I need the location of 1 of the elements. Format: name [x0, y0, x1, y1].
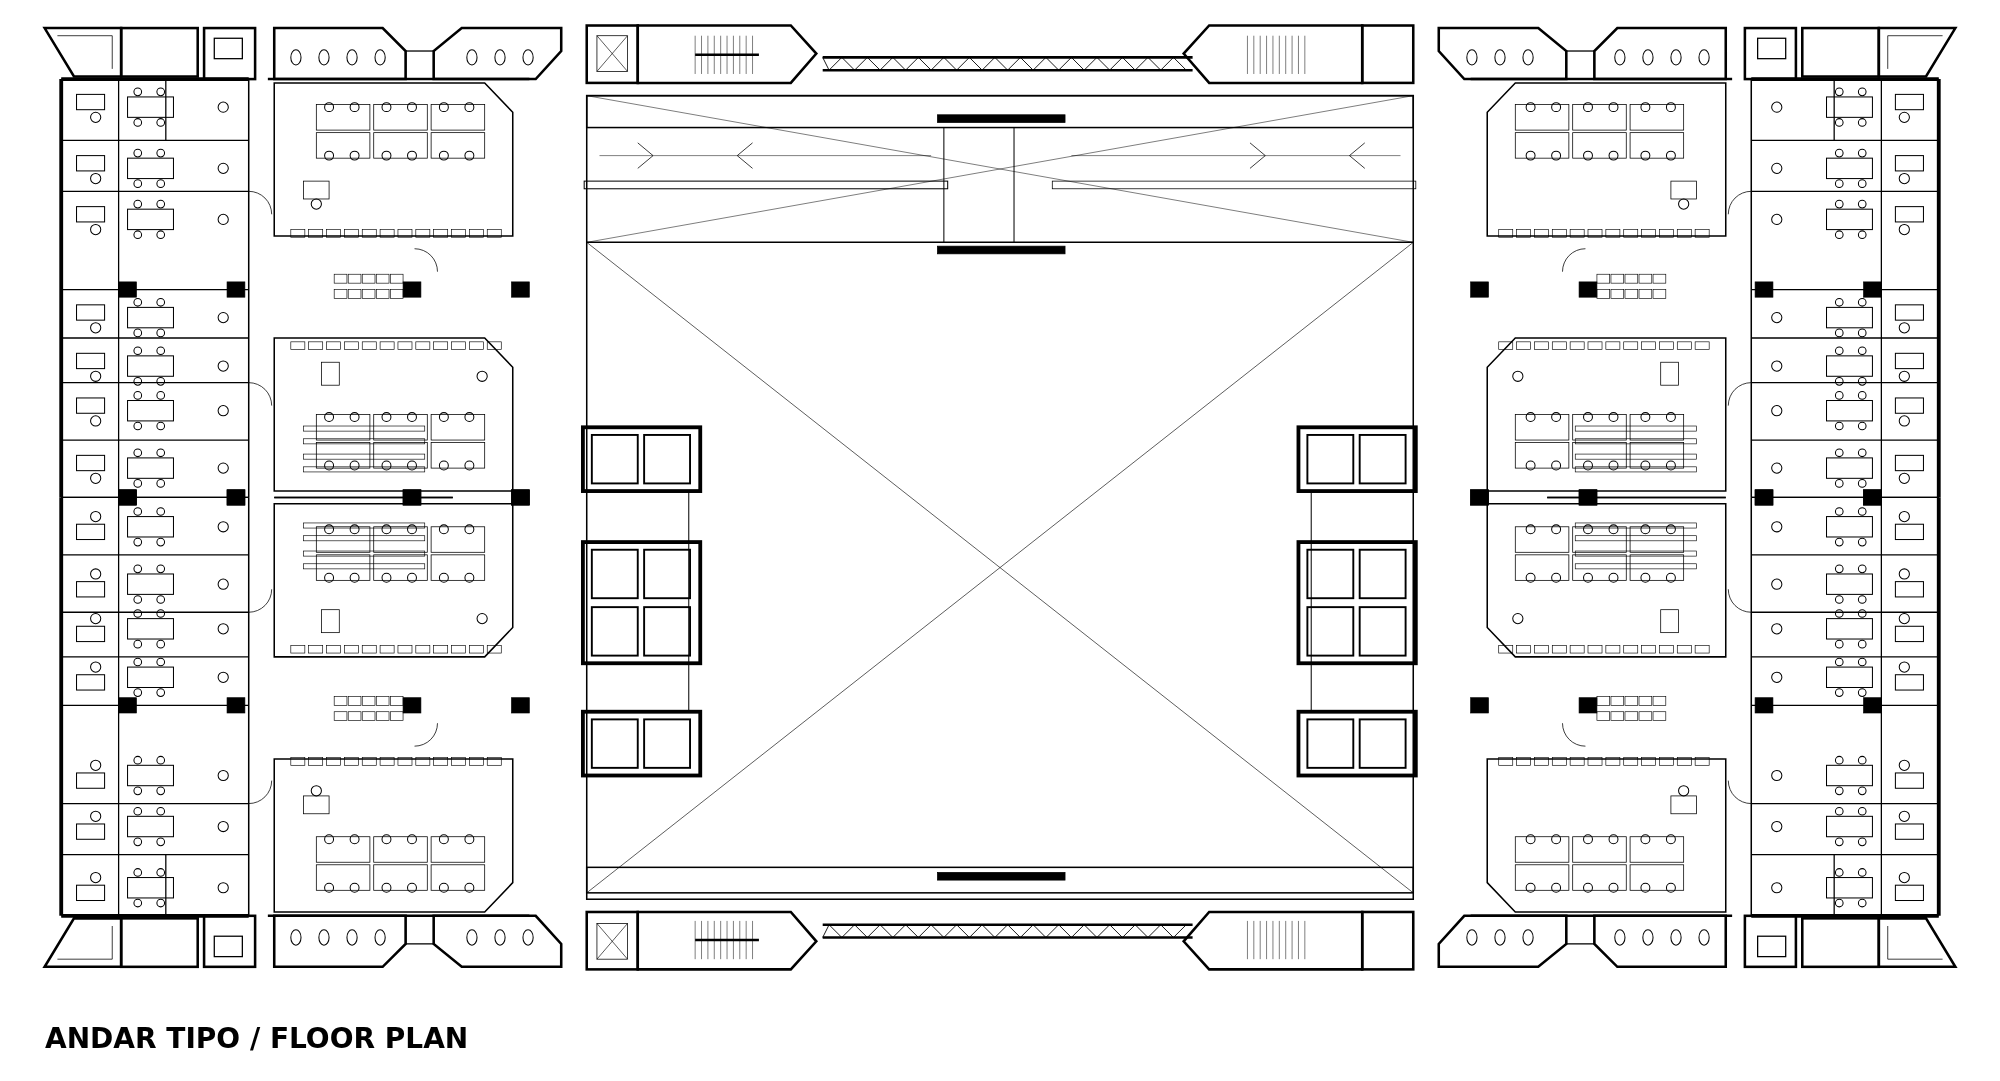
drawing-title: ANDAR TIPO / FLOOR PLAN: [45, 1022, 469, 1055]
